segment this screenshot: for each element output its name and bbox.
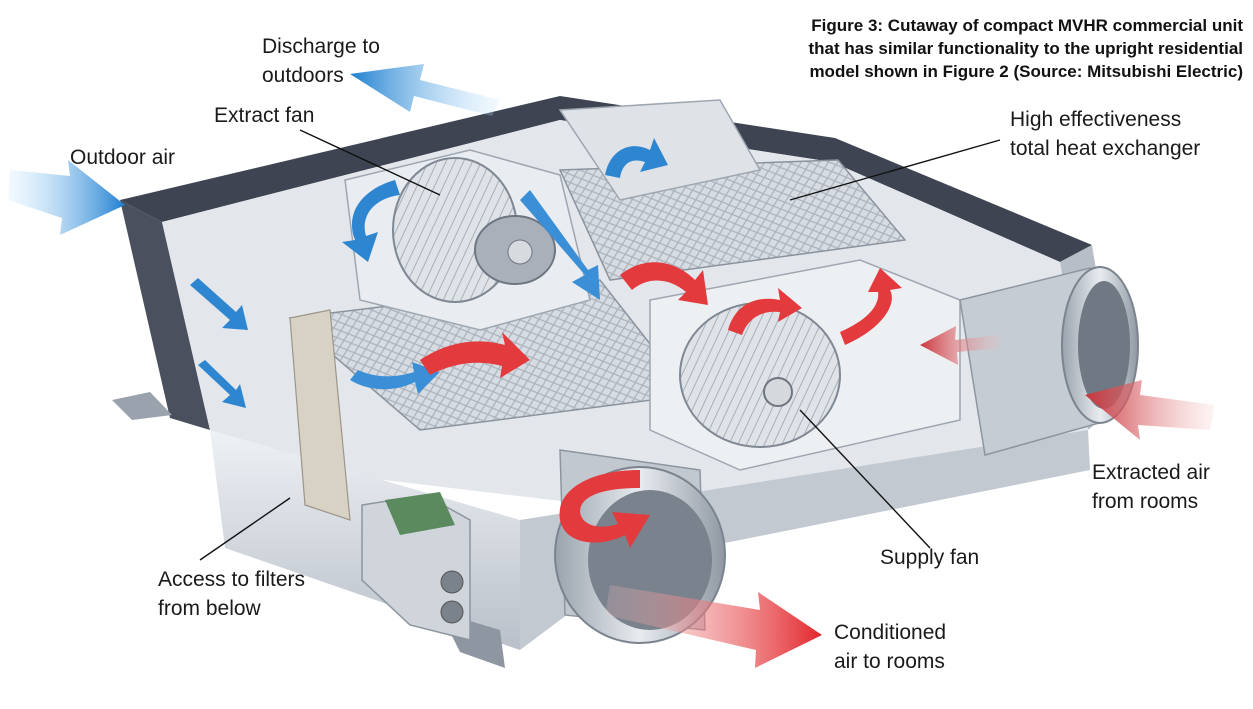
conditioned-air-arrow <box>605 585 822 668</box>
filter-panel <box>289 309 351 521</box>
label-heat-exchanger-line-1: High effectiveness <box>1010 108 1182 131</box>
warm-flow-arrow-1 <box>420 332 530 378</box>
cable-gland-top <box>440 570 464 594</box>
label-supply-fan: Supply fan <box>880 543 979 572</box>
extracted-air-arrow <box>1085 380 1215 440</box>
extract-flow-arrow-3 <box>605 138 668 178</box>
caption-line-2: that has similar functionality to the up… <box>808 39 1244 58</box>
casing-left-panel <box>120 200 210 430</box>
extract-flow-arrow-2 <box>520 190 600 300</box>
outdoor-flow-arrow-1 <box>190 278 248 330</box>
outdoor-flow-arrow-3 <box>350 362 440 394</box>
label-discharge-line-2: outdoors <box>262 64 344 87</box>
control-circuit-board <box>385 492 455 535</box>
caption-line-1: Figure 3: Cutaway of compact MVHR commer… <box>811 16 1243 35</box>
supply-curl-arrow <box>559 470 650 548</box>
discharge-arrow <box>350 64 500 116</box>
label-supply-fan-text: Supply fan <box>880 546 980 569</box>
label-discharge-line-1: Discharge to <box>262 35 380 58</box>
right-duct-opening <box>1078 281 1130 409</box>
supply-fan-swirl-arrow <box>840 268 902 345</box>
control-box <box>361 492 471 641</box>
cable-gland-bottom <box>440 600 464 624</box>
mounting-flange-left <box>112 392 172 420</box>
extract-fan-hub <box>507 239 533 265</box>
extract-fan-leader <box>299 129 441 196</box>
supply-fan-swirl-arrow-2 <box>728 288 802 335</box>
right-inlet-duct <box>959 266 1139 456</box>
casing-top-rim <box>120 96 1092 262</box>
caption-line-3: model shown in Figure 2 (Source: Mitsubi… <box>809 62 1243 81</box>
airflow-arrows <box>8 64 1215 668</box>
label-conditioned-air-line-1: Conditioned <box>834 621 947 644</box>
label-outdoor-air-text: Outdoor air <box>70 146 176 169</box>
label-conditioned-air: Conditioned air to rooms <box>834 618 946 676</box>
extract-fan <box>344 149 591 331</box>
outdoor-flow-arrow-2 <box>198 360 246 408</box>
label-heat-exchanger-line-2: total heat exchanger <box>1010 137 1201 160</box>
label-conditioned-air-line-2: air to rooms <box>834 650 945 673</box>
extract-flow-arrow-1 <box>342 180 400 262</box>
heat-exchanger-leader <box>789 139 1001 201</box>
label-heat-exchanger: High effectiveness total heat exchanger <box>1010 105 1200 163</box>
label-filters: Access to filters from below <box>158 565 305 623</box>
extract-inflow-arrow <box>920 326 1000 365</box>
supply-fan-leader <box>799 409 931 549</box>
supply-fan-hub <box>763 377 793 407</box>
label-outdoor-air: Outdoor air <box>70 143 175 172</box>
label-extract-fan-text: Extract fan <box>214 104 315 127</box>
outdoor-air-arrow <box>8 160 125 235</box>
callout-leaders <box>199 129 1001 561</box>
label-extracted-air-line-2: from rooms <box>1092 490 1199 513</box>
label-discharge: Discharge to outdoors <box>262 32 380 90</box>
label-extract-fan: Extract fan <box>214 101 314 130</box>
label-extracted-air: Extracted air from rooms <box>1092 458 1210 516</box>
figure-caption: Figure 3: Cutaway of compact MVHR commer… <box>723 14 1244 83</box>
casing-front-right <box>520 430 1090 650</box>
supply-fan-wheel <box>679 302 841 448</box>
label-extracted-air-line-1: Extracted air <box>1092 461 1210 484</box>
warm-flow-arrow-2 <box>620 262 708 305</box>
label-filters-line-2: from below <box>158 597 261 620</box>
filters-leader <box>199 497 291 561</box>
label-filters-line-1: Access to filters <box>158 568 306 591</box>
